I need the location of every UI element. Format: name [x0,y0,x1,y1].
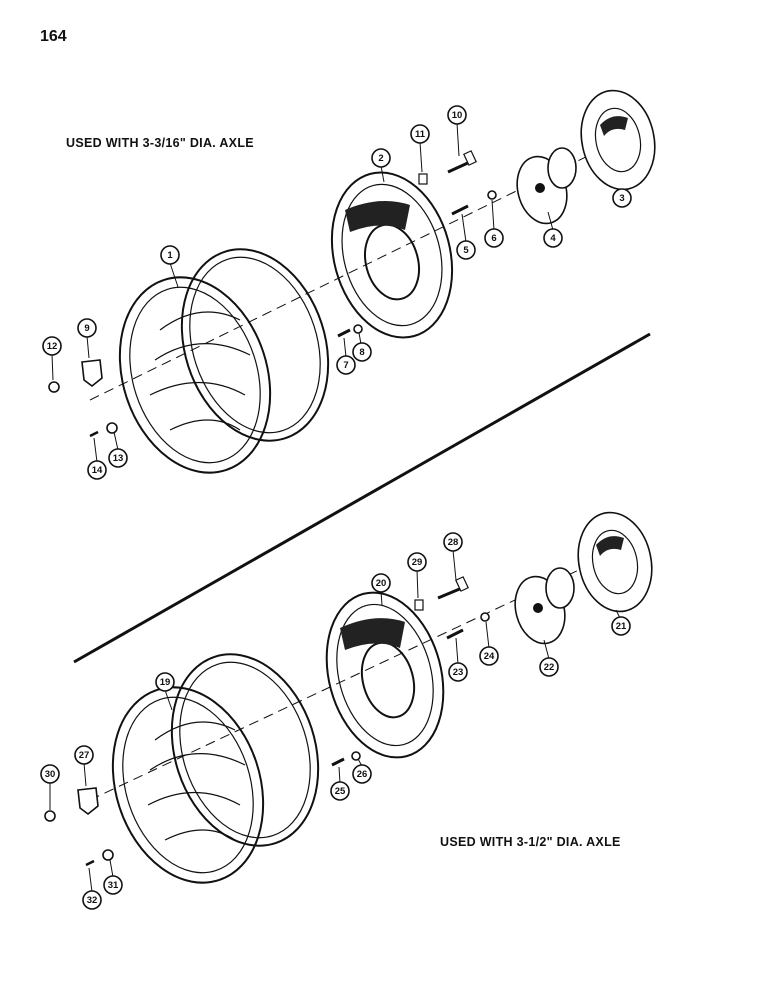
top-leader-lines [51,122,623,463]
page-number: 164 [40,28,67,45]
callout-2: 2 [371,148,391,168]
callout-8: 8 [352,342,372,362]
callout-label: 2 [378,153,383,164]
nut-30-drawing [44,810,56,822]
top-assembly [48,89,656,474]
clamp-13-drawing [106,422,118,434]
nut-12-drawing [48,381,60,393]
rim-1-drawing [118,248,330,474]
clip-11-drawing [418,173,428,185]
bolt-28-drawing [437,576,469,600]
rim-19-drawing [111,653,320,884]
callout-label: 10 [452,110,463,121]
callout-28: 28 [443,532,463,552]
callout-label: 12 [47,341,58,352]
callout-20: 20 [371,573,391,593]
assembly-separator-line [73,332,651,664]
callout-label: 14 [92,465,103,476]
nut-8-drawing [353,324,363,334]
callout-label: 26 [357,769,368,780]
callout-label: 8 [359,347,364,358]
callout-12: 12 [42,336,62,356]
bolt-5-drawing [451,204,469,216]
callout-label: 24 [484,651,495,662]
center-disc-2-drawing [330,171,454,339]
bolt-7-drawing [337,328,351,338]
callout-label: 6 [491,233,496,244]
screw-14-drawing [89,430,99,438]
caption-bottom-assembly: USED WITH 3-1/2" DIA. AXLE [440,835,621,849]
callout-19: 19 [155,672,175,692]
callout-24: 24 [479,646,499,666]
callout-32: 32 [82,890,102,910]
callout-group: 1234567891011121314192021222324252627282… [40,105,632,910]
bottom-assembly [44,511,653,893]
hub-4-drawing [516,147,577,225]
callout-25: 25 [330,781,350,801]
callout-label: 1 [167,250,173,261]
flange-3-drawing [580,89,656,191]
caption-top-assembly: USED WITH 3-3/16" DIA. AXLE [66,136,254,150]
callout-label: 31 [108,880,119,891]
callout-label: 32 [87,895,98,906]
callout-27: 27 [74,745,94,765]
callout-label: 3 [619,193,624,204]
callout-label: 28 [448,537,459,548]
callout-29: 29 [407,552,427,572]
bolt-23-drawing [446,628,464,640]
callout-label: 13 [113,453,124,464]
callout-label: 27 [79,750,90,761]
callout-label: 21 [616,621,627,632]
callout-23: 23 [448,662,468,682]
callout-label: 30 [45,769,56,780]
callout-label: 4 [550,233,556,244]
callout-7: 7 [336,355,356,375]
screw-32-drawing [85,859,95,867]
callout-5: 5 [456,240,476,260]
callout-22: 22 [539,657,559,677]
callout-label: 5 [463,245,469,256]
callout-4: 4 [543,228,563,248]
bolt-25-drawing [331,757,345,767]
callout-label: 22 [544,662,555,673]
callout-21: 21 [611,616,631,636]
callout-31: 31 [103,875,123,895]
nut-6-drawing [487,190,497,200]
bottom-leader-lines [49,549,621,893]
callout-26: 26 [352,764,372,784]
callout-label: 9 [84,323,89,334]
bracket-27-drawing [77,787,99,816]
nut-24-drawing [480,612,490,622]
top-axis-line [89,149,601,401]
callout-label: 25 [335,786,346,797]
callout-9: 9 [77,318,97,338]
clamp-31-drawing [102,849,114,861]
callout-label: 29 [412,557,423,568]
callout-label: 19 [160,677,171,688]
callout-3: 3 [612,188,632,208]
callout-14: 14 [87,460,107,480]
nut-26-drawing [351,751,361,761]
bracket-9-drawing [81,359,103,388]
callout-11: 11 [410,124,430,144]
callout-30: 30 [40,764,60,784]
callout-13: 13 [108,448,128,468]
clip-29-drawing [414,599,424,611]
callout-6: 6 [484,228,504,248]
bolt-10-drawing [447,150,477,174]
callout-label: 11 [415,129,426,140]
callout-1: 1 [160,245,180,265]
hub-22-drawing [514,567,575,645]
callout-label: 23 [453,667,464,678]
callout-label: 7 [343,360,348,371]
callout-label: 20 [376,578,387,589]
center-disc-20-drawing [325,591,445,759]
flange-21-drawing [577,511,653,613]
callout-10: 10 [447,105,467,125]
